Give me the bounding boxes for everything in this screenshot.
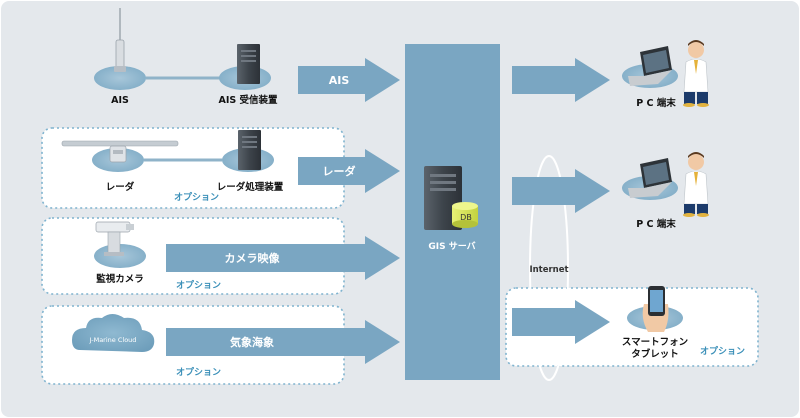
ais-antenna <box>94 8 146 90</box>
internet-ellipse <box>529 155 569 381</box>
pc1-arrow <box>512 58 610 102</box>
camera-label: 監視カメラ <box>96 273 144 285</box>
radar-arrow <box>298 149 400 193</box>
ais-label: AIS <box>111 95 129 106</box>
internet-label: Internet <box>529 265 568 275</box>
person-icon <box>683 40 709 107</box>
camera-option-label: オプション <box>176 279 221 291</box>
smartphone-arrow <box>512 300 610 344</box>
person-icon <box>683 152 709 217</box>
camera-arrow <box>166 236 400 280</box>
weather-arrow-label: 気象海象 <box>230 335 274 349</box>
ais-base-ellipse <box>94 66 146 90</box>
pc2-label: P C 端末 <box>636 218 676 230</box>
ais-arrow-label: AIS <box>329 74 350 87</box>
smartphone-option-box <box>505 287 759 367</box>
smartphone-label-line2: タブレット <box>631 348 679 360</box>
pc1-label: P C 端末 <box>636 97 676 109</box>
ais-arrow <box>298 58 400 102</box>
radar-processor-label: レーダ処理装置 <box>217 181 284 193</box>
smartphone-option-label: オプション <box>700 345 745 357</box>
smartphone-label-line1: スマートフォン <box>622 337 688 348</box>
laptop-icon <box>628 46 672 86</box>
cloud-icon <box>72 314 155 352</box>
radar-arrow-label: レーダ <box>323 164 356 178</box>
ais-receiver-label: AIS 受信装置 <box>218 94 278 106</box>
pc2-arrow <box>512 169 610 213</box>
server-icon <box>237 44 260 84</box>
camera-icon <box>95 221 134 256</box>
smartphone-icon <box>642 286 669 332</box>
database-icon <box>452 202 478 228</box>
weather-arrow <box>166 320 400 364</box>
server-icon <box>238 130 261 170</box>
camera-arrow-label: カメラ映像 <box>225 251 281 265</box>
radar-option-label: オプション <box>174 191 219 203</box>
gis-server-label: GIS サーバ <box>428 241 475 252</box>
radar-label: レーダ <box>106 181 135 193</box>
cloud-label: J-Marine Cloud <box>89 336 137 344</box>
radar-icon <box>61 140 179 163</box>
weather-option-label: オプション <box>176 366 221 378</box>
antenna-icon <box>114 8 126 72</box>
laptop-icon <box>628 158 672 198</box>
db-label: DB <box>460 213 472 222</box>
